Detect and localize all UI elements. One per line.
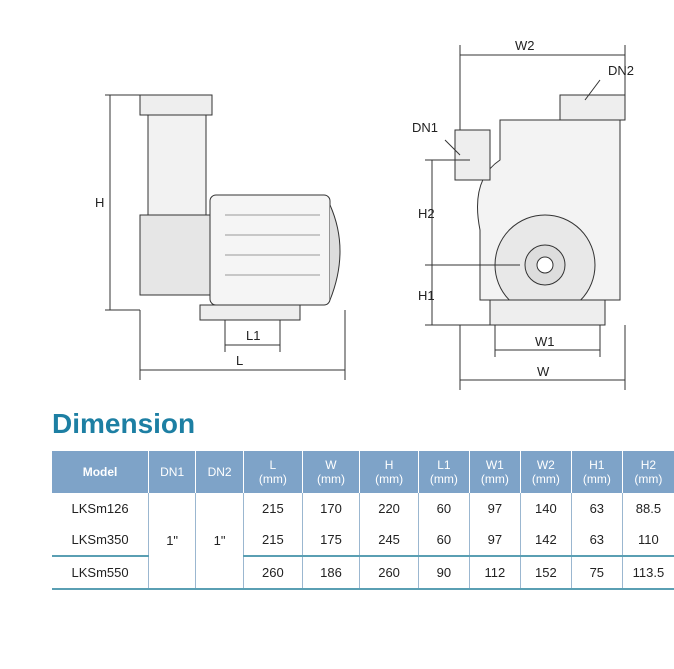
- section-title: Dimension: [52, 408, 196, 439]
- label-H: H: [95, 195, 104, 210]
- header-l1: L1(mm): [418, 451, 470, 493]
- cell-h1: 63: [571, 493, 623, 524]
- cell-w: 186: [302, 556, 361, 590]
- cell-w2: 140: [520, 493, 572, 524]
- pump-dimension-drawing: H L1 L W2 DN2 DN1 H2 H1 W1 W: [95, 38, 634, 390]
- header-w2: W2(mm): [520, 451, 572, 493]
- label-H2: H2: [418, 206, 435, 221]
- cell-model: LKSm550: [52, 556, 150, 590]
- cell-h2: 113.5: [622, 556, 674, 590]
- cell-h: 220: [359, 493, 419, 524]
- cell-l1: 60: [418, 524, 470, 557]
- table-row: LKSm550 260 186 260 90 112 152 75 113.5: [52, 556, 674, 590]
- cell-h1: 63: [571, 524, 623, 557]
- label-L1: L1: [246, 328, 260, 343]
- cell-h: 260: [359, 556, 419, 590]
- header-w: W(mm): [302, 451, 361, 493]
- header-h: H(mm): [359, 451, 419, 493]
- header-h2: H2(mm): [622, 451, 674, 493]
- label-L: L: [236, 353, 243, 368]
- label-DN1: DN1: [412, 120, 438, 135]
- header-dn2: DN2: [195, 451, 245, 493]
- table-row: LKSm350 215 175 245 60 97 142 63 110: [52, 524, 674, 557]
- side-view-drawing: [105, 94, 346, 380]
- label-DN2: DN2: [608, 63, 634, 78]
- cell-w1: 97: [469, 524, 521, 557]
- cell-model: LKSm350: [52, 524, 150, 557]
- front-view-drawing: [425, 45, 626, 390]
- cell-w: 170: [302, 493, 361, 524]
- cell-dn2: 1": [195, 493, 245, 590]
- cell-l1: 90: [418, 556, 470, 590]
- cell-w1: 97: [469, 493, 521, 524]
- cell-dn1: 1": [148, 493, 197, 590]
- header-model: Model: [52, 451, 150, 493]
- label-W2: W2: [515, 38, 535, 53]
- cell-h: 245: [359, 524, 419, 557]
- dimension-table: Model DN1 DN2 L(mm) W(mm) H(mm) L1(mm) W…: [52, 451, 674, 590]
- cell-h1: 75: [571, 556, 623, 590]
- cell-w1: 112: [469, 556, 521, 590]
- cell-l1: 60: [418, 493, 470, 524]
- header-h1: H1(mm): [571, 451, 623, 493]
- table-header: Model DN1 DN2 L(mm) W(mm) H(mm) L1(mm) W…: [52, 451, 674, 493]
- cell-l: 215: [243, 524, 303, 557]
- cell-h2: 110: [622, 524, 674, 557]
- cell-h2: 88.5: [635, 501, 662, 516]
- cell-w: 175: [302, 524, 361, 557]
- label-W: W: [537, 364, 550, 379]
- cell-l: 260: [243, 556, 303, 590]
- label-W1: W1: [535, 334, 555, 349]
- cell-w2: 152: [520, 556, 572, 590]
- cell-w2: 142: [520, 524, 572, 557]
- cell-model: LKSm126: [52, 493, 150, 524]
- header-w1: W1(mm): [469, 451, 521, 493]
- label-H1: H1: [418, 288, 435, 303]
- table-row: LKSm126 1" 1" 215 170 220 60 97 140 63 8…: [52, 493, 674, 590]
- header-dn1: DN1: [148, 451, 197, 493]
- header-l: L(mm): [243, 451, 303, 493]
- cell-l: 215: [243, 493, 303, 524]
